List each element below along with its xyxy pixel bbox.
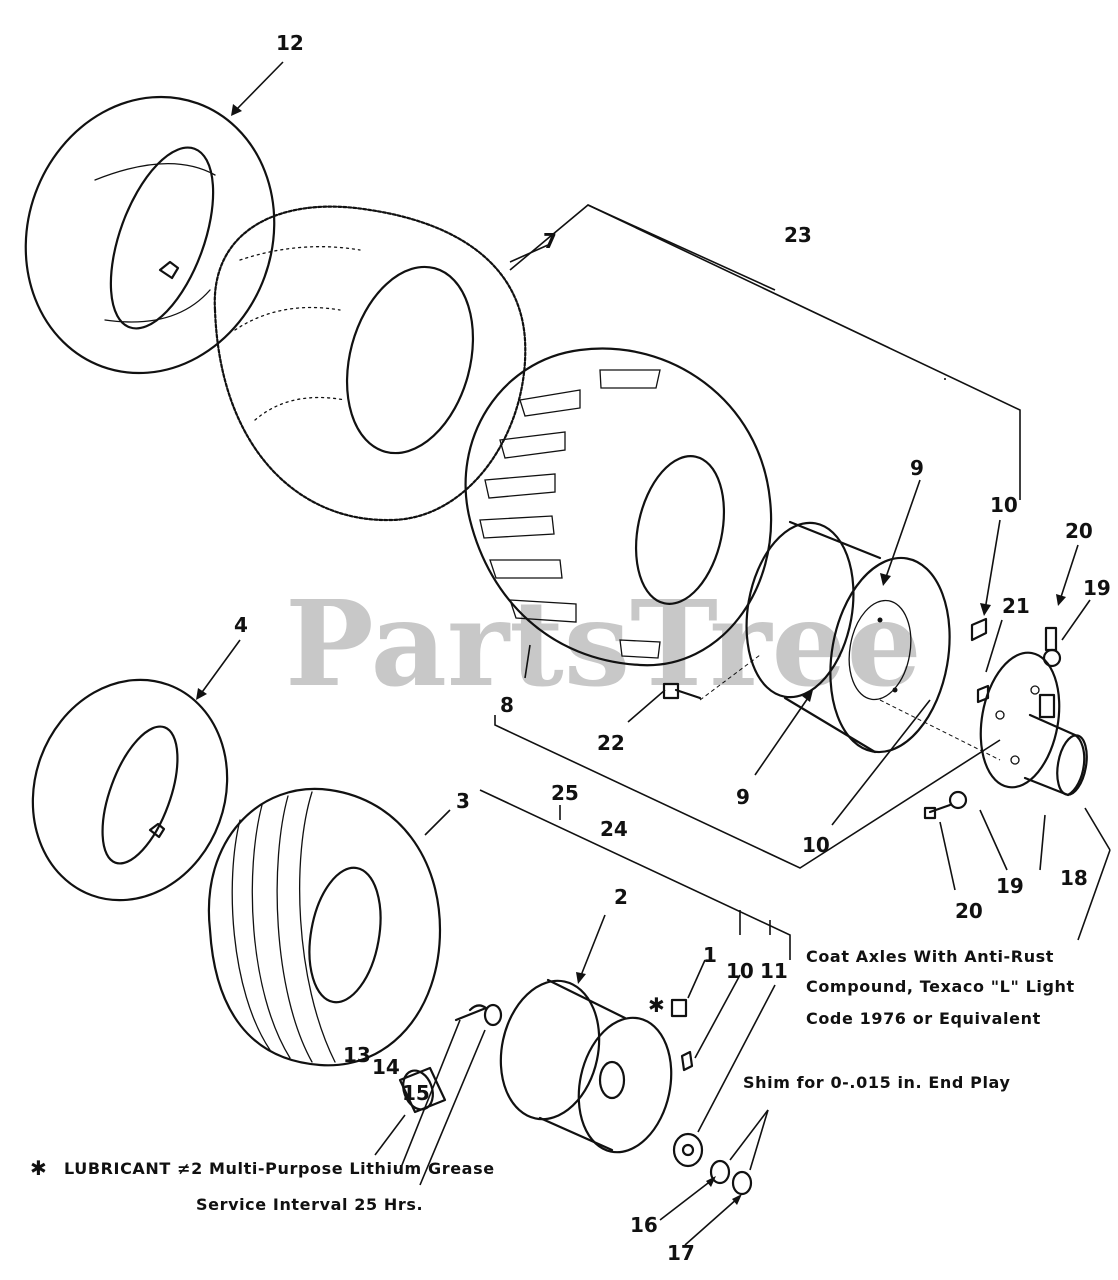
callout-8: 8 [500, 693, 514, 717]
callout-18: 18 [1060, 866, 1088, 890]
lubricant-note-line-1: LUBRICANT ≠2 Multi-Purpose Lithium Greas… [64, 1159, 495, 1178]
callout-16: 16 [630, 1213, 658, 1237]
coat-axles-note-line-1: Coat Axles With Anti-Rust [806, 947, 1054, 966]
coat-axles-note-line-2: Compound, Texaco "L" Light [806, 977, 1075, 996]
group-brackets [479, 204, 1021, 960]
callout-25: 25 [551, 781, 579, 805]
callout-14: 14 [372, 1055, 400, 1079]
lubricant-star-callout: ✱ [648, 993, 665, 1017]
callouts: 12 7 23 9 10 20 19 21 4 8 22 25 3 9 24 1… [234, 31, 1111, 1265]
callout-23: 23 [784, 223, 812, 247]
callout-20-upper: 20 [1065, 519, 1093, 543]
lubricant-star: ✱ [30, 1156, 47, 1180]
watermark: PartsTree [285, 574, 922, 713]
callout-24: 24 [600, 817, 628, 841]
hub-18 [979, 651, 1088, 797]
callout-22: 22 [597, 731, 625, 755]
inner-tube-12 [24, 95, 276, 375]
leader-lines [196, 61, 1111, 1246]
callout-10-upper: 10 [990, 493, 1018, 517]
coat-axles-note-line-3: Code 1976 or Equivalent [806, 1009, 1041, 1028]
callout-9-lower: 9 [736, 785, 750, 809]
callout-11: 11 [760, 959, 788, 983]
callout-17: 17 [667, 1241, 695, 1265]
callout-4: 4 [234, 613, 248, 637]
callout-19-lower: 19 [996, 874, 1024, 898]
lubricant-note-line-2: Service Interval 25 Hrs. [196, 1195, 423, 1214]
lug-tire-8 [464, 347, 773, 667]
inner-tube-4 [31, 678, 229, 902]
callout-1: 1 [703, 943, 717, 967]
rim-9 [745, 520, 951, 754]
callout-20-lower: 20 [955, 899, 983, 923]
rib-tire-3 [207, 787, 442, 1067]
callout-3: 3 [456, 789, 470, 813]
callout-2: 2 [614, 885, 628, 909]
callout-21: 21 [1002, 594, 1030, 618]
callout-9-upper: 9 [910, 456, 924, 480]
notes: Coat Axles With Anti-Rust Compound, Texa… [30, 947, 1075, 1214]
shim-note: Shim for 0-.015 in. End Play [743, 1073, 1011, 1092]
callout-15: 15 [402, 1081, 430, 1105]
rim-2 [499, 978, 673, 1154]
callout-13: 13 [343, 1043, 371, 1067]
callout-19-upper: 19 [1083, 576, 1111, 600]
callout-7: 7 [543, 229, 557, 253]
turf-tire-7 [213, 205, 527, 522]
callout-10-lower: 10 [726, 959, 754, 983]
callout-10-mid: 10 [802, 833, 830, 857]
callout-12: 12 [276, 31, 304, 55]
